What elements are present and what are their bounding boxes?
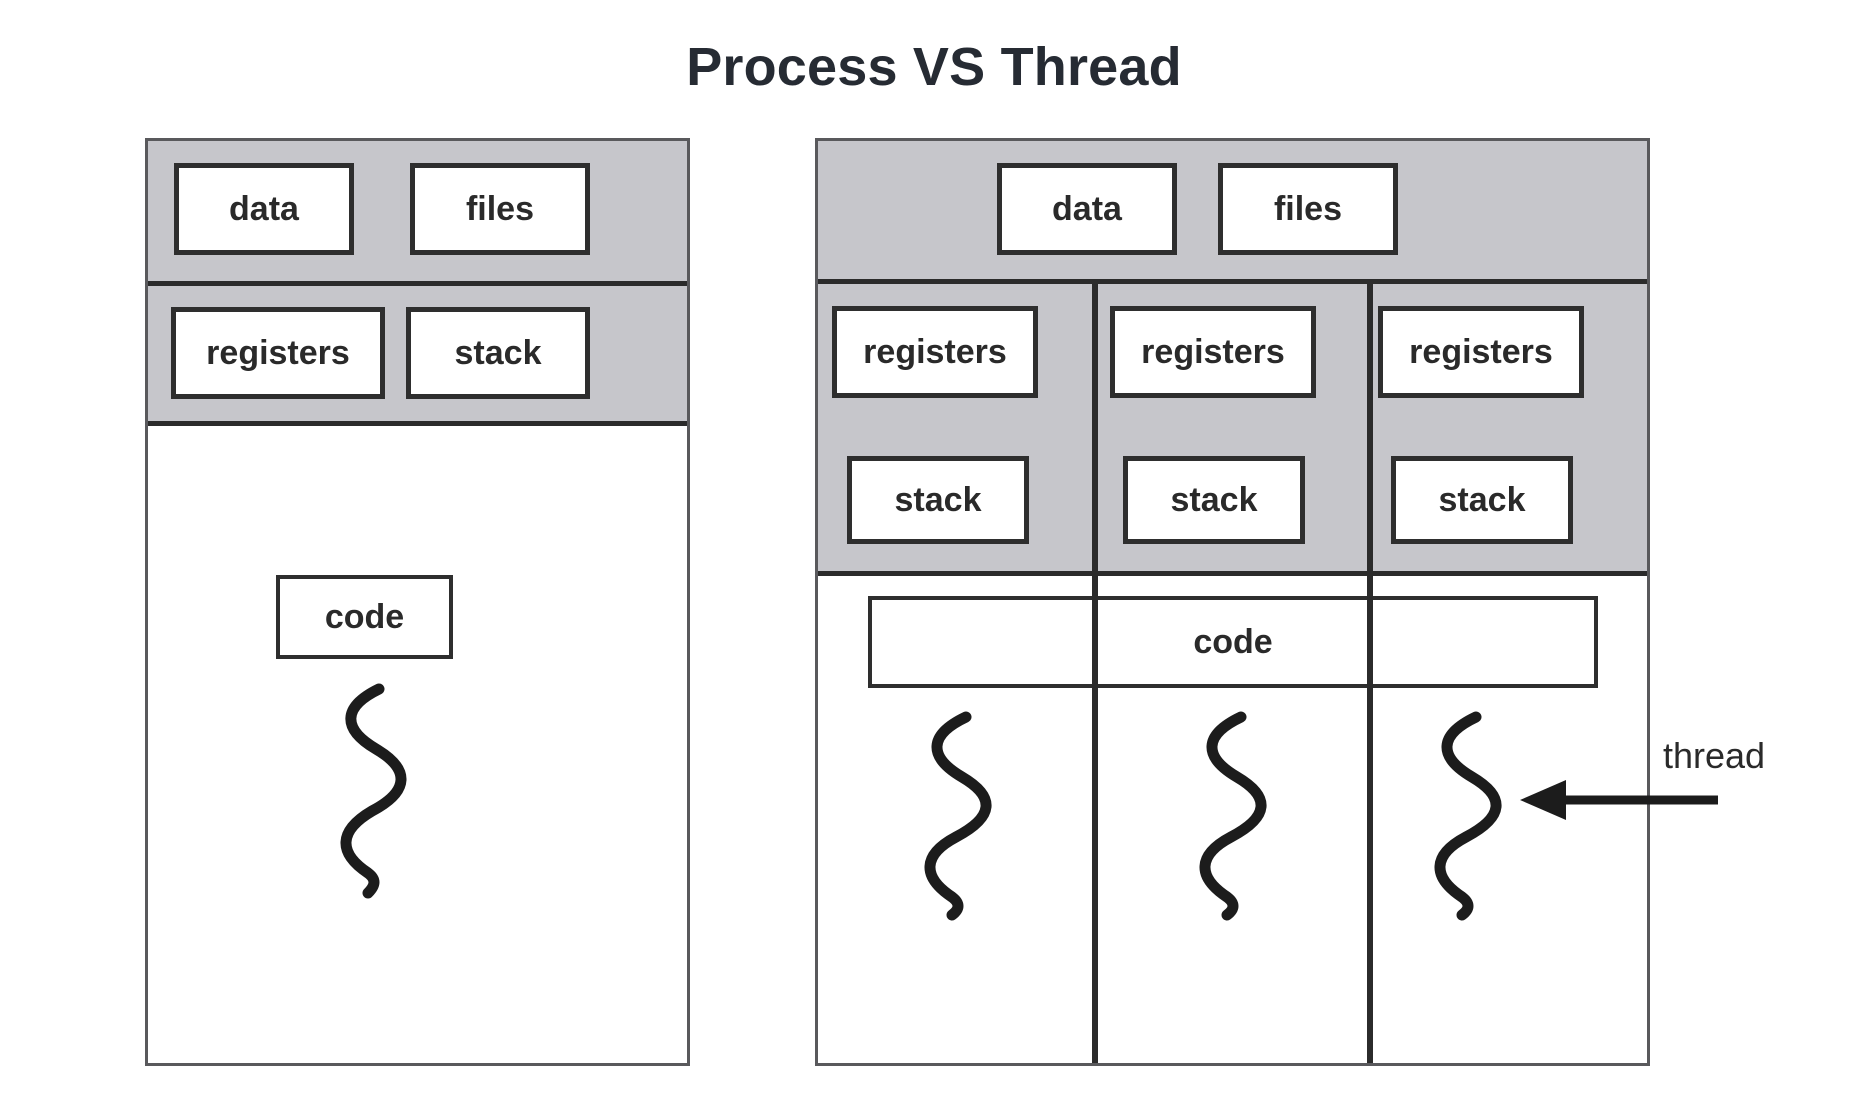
thread-code-label: code <box>1193 623 1273 661</box>
thread-registers-box-3: registers <box>1378 306 1584 398</box>
thread-stack-label-3: stack <box>1438 481 1526 519</box>
process-registers-label: registers <box>206 334 350 372</box>
thread-stack-box-1: stack <box>847 456 1029 544</box>
thread-column-divider-overlay-1 <box>1092 576 1098 706</box>
thread-registers-box-2: registers <box>1110 306 1316 398</box>
thread-gray-white-divider <box>818 571 1647 576</box>
thread-callout-label: thread <box>1663 735 1766 776</box>
thread-callout-arrow <box>1520 780 1718 820</box>
process-thread-squiggle <box>340 683 407 899</box>
page-title: Process VS Thread <box>686 37 1182 97</box>
process-stack-box: stack <box>406 307 590 399</box>
thread-stack-box-3: stack <box>1391 456 1573 544</box>
process-files-box: files <box>410 163 590 255</box>
thread-panel: data files registers registers registers… <box>815 138 1650 1066</box>
thread-squiggle-3 <box>1434 711 1502 921</box>
thread-stack-label-2: stack <box>1170 481 1258 519</box>
thread-squiggle-1 <box>924 711 992 921</box>
thread-squiggle-2 <box>1199 711 1267 921</box>
thread-files-box: files <box>1218 163 1398 255</box>
thread-registers-label-2: registers <box>1141 333 1285 371</box>
thread-registers-box-1: registers <box>832 306 1038 398</box>
process-data-label: data <box>229 190 299 228</box>
thread-data-box: data <box>997 163 1177 255</box>
process-panel: data files registers stack code <box>145 138 690 1066</box>
thread-registers-label-1: registers <box>863 333 1007 371</box>
process-data-box: data <box>174 163 354 255</box>
process-code-label: code <box>324 598 405 636</box>
process-code-box: code <box>276 575 453 659</box>
process-band-divider <box>148 281 687 286</box>
thread-data-label: data <box>1052 190 1122 228</box>
process-files-label: files <box>465 190 535 228</box>
thread-files-label: files <box>1273 190 1343 228</box>
process-registers-box: registers <box>171 307 385 399</box>
thread-band-divider <box>818 279 1647 284</box>
thread-registers-label-3: registers <box>1409 333 1553 371</box>
thread-column-divider-overlay-2 <box>1367 576 1373 706</box>
process-gray-white-divider <box>148 421 687 426</box>
thread-code-box: code <box>868 596 1598 688</box>
thread-stack-box-2: stack <box>1123 456 1305 544</box>
process-stack-label: stack <box>454 334 542 372</box>
thread-stack-label-1: stack <box>894 481 982 519</box>
